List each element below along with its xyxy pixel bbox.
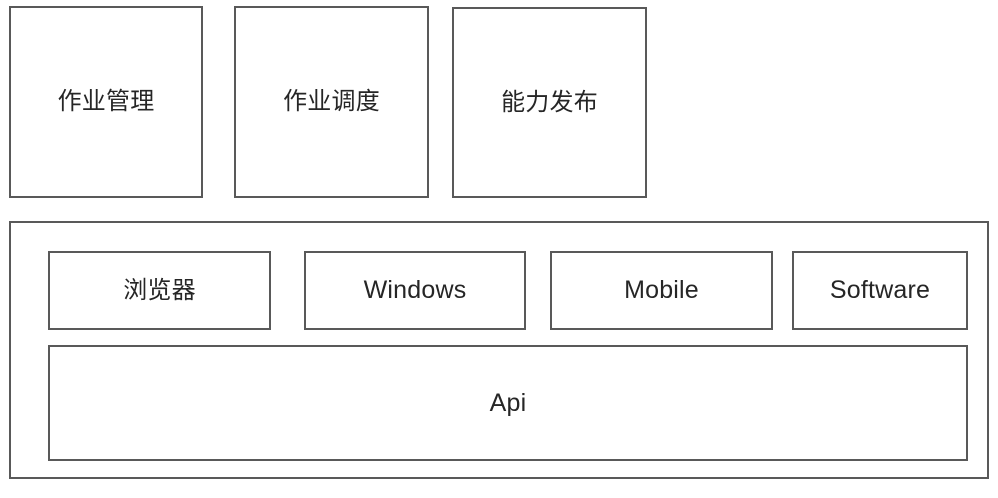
box-job-management-label: 作业管理: [57, 88, 155, 115]
box-browser-label: 浏览器: [123, 276, 196, 304]
box-windows[interactable]: Windows: [304, 251, 526, 330]
box-capability-publish-label: 能力发布: [501, 88, 598, 116]
box-mobile[interactable]: Mobile: [550, 251, 773, 330]
box-api-label: Api: [489, 388, 527, 417]
box-capability-publish[interactable]: 能力发布: [452, 7, 647, 198]
box-job-management[interactable]: 作业管理: [9, 6, 203, 198]
box-job-scheduling-label: 作业调度: [283, 88, 380, 115]
box-software[interactable]: Software: [792, 251, 968, 330]
box-mobile-label: Mobile: [624, 276, 699, 304]
box-software-label: Software: [829, 276, 931, 304]
box-job-scheduling[interactable]: 作业调度: [234, 6, 429, 198]
box-browser[interactable]: 浏览器: [48, 251, 271, 330]
box-windows-label: Windows: [363, 276, 467, 304]
box-api[interactable]: Api: [48, 345, 968, 461]
